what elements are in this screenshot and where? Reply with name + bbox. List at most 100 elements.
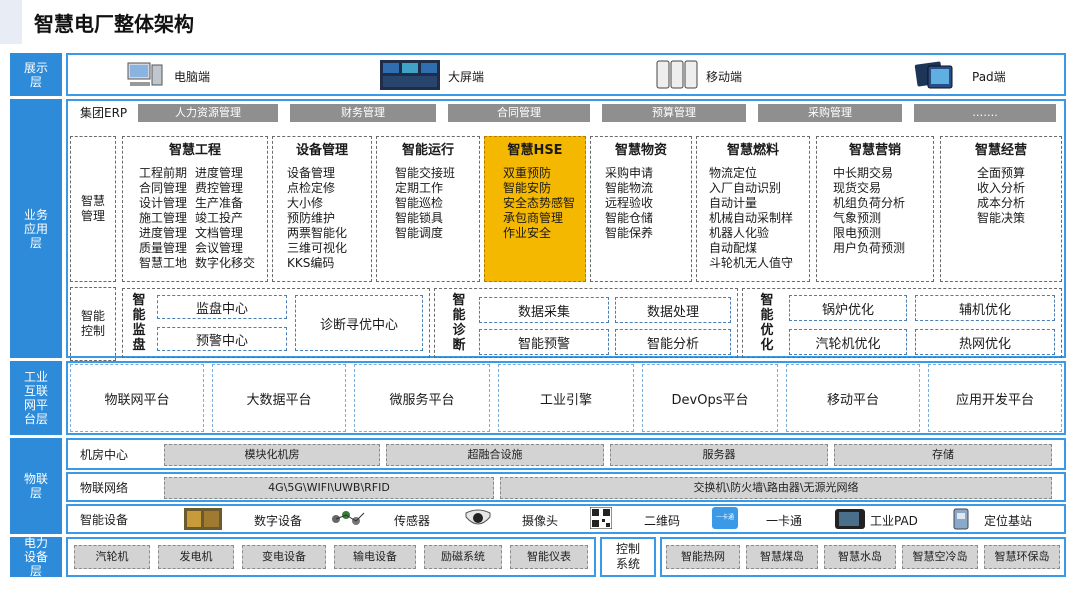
- module-item: 进度管理: [139, 226, 187, 241]
- module-item: 中长期交易: [833, 166, 933, 181]
- module-item: 智能物流: [605, 181, 691, 196]
- module-item: 预防维护: [287, 211, 371, 226]
- erp-item: 财务管理: [290, 104, 436, 122]
- module-smart-business: 智慧经营 全面预算 收入分析 成本分析 智能决策: [940, 136, 1062, 282]
- smart-monitor-title: 智能监盘: [131, 293, 147, 353]
- data-collection: 数据采集: [479, 297, 609, 323]
- module-item: 智能调度: [395, 226, 479, 241]
- device-label: 二维码: [644, 512, 680, 529]
- smart-warning: 智能预警: [479, 329, 609, 355]
- module-smart-fuel: 智慧燃料 物流定位 入厂自动识别 自动计量 机械自动采制样 机器人化验 自动配煤…: [696, 136, 810, 282]
- module-title: 智慧物资: [591, 143, 691, 158]
- layer-display: 展示层: [10, 53, 62, 96]
- smart-island-item: 智慧空冷岛: [902, 545, 978, 569]
- platform-item: 移动平台: [786, 364, 920, 432]
- module-item: 限电预测: [833, 226, 933, 241]
- erp-item: 合同管理: [448, 104, 590, 122]
- module-item: 竣工投产: [195, 211, 255, 226]
- module-item: 智能锁具: [395, 211, 479, 226]
- machine-room-item: 服务器: [610, 444, 828, 466]
- module-item: 承包商管理: [503, 211, 585, 226]
- platform-item: DevOps平台: [642, 364, 778, 432]
- tablet-icon: [914, 60, 954, 90]
- module-title: 智能运行: [377, 143, 479, 158]
- smart-monitor-group: 智能监盘 监盘中心 预警中心 诊断寻优中心: [122, 288, 430, 358]
- module-item: 智能仓储: [605, 211, 691, 226]
- machine-room-item: 超融合设施: [386, 444, 604, 466]
- smart-optimize-group: 智能优化 锅炉优化 辅机优化 汽轮机优化 热网优化: [742, 288, 1062, 358]
- machine-room-label: 机房中心: [80, 446, 128, 463]
- module-item: 智能决策: [977, 211, 1061, 226]
- module-item: 作业安全: [503, 226, 585, 241]
- module-item: 机器人化验: [709, 226, 809, 241]
- power-item: 智能仪表: [510, 545, 588, 569]
- display-label-pad: Pad端: [972, 68, 1006, 85]
- module-item: 施工管理: [139, 211, 187, 226]
- layer-iiot: 工业互联网平台层: [10, 361, 62, 435]
- erp-item: 人力资源管理: [138, 104, 278, 122]
- smart-island-item: 智慧煤岛: [746, 545, 818, 569]
- module-item: 全面预算: [977, 166, 1061, 181]
- network-item: 交换机\防火墙\路由器\无源光网络: [500, 477, 1052, 499]
- module-item: 数字化移交: [195, 256, 255, 271]
- module-title: 智慧HSE: [485, 143, 585, 158]
- module-item: 设备管理: [287, 166, 371, 181]
- module-item: 气象预测: [833, 211, 933, 226]
- power-item: 励磁系统: [424, 545, 502, 569]
- erp-label: 集团ERP: [80, 104, 127, 121]
- card-icon: 一卡通: [712, 507, 738, 529]
- smart-control-label-box: 智能控制: [70, 287, 116, 361]
- module-item: 斗轮机无人值守: [709, 256, 809, 271]
- erp-item: …….: [914, 104, 1056, 122]
- module-item: 自动配煤: [709, 241, 809, 256]
- module-item: KKS编码: [287, 256, 371, 271]
- digital-device-icon: [184, 508, 222, 530]
- display-panel: 电脑端 大屏端 移动端 Pad端: [66, 53, 1066, 96]
- platform-item: 大数据平台: [212, 364, 346, 432]
- boiler-optimize: 锅炉优化: [789, 295, 907, 321]
- heat-network-optimize: 热网优化: [915, 329, 1055, 355]
- smart-mgmt-label-box: 智慧管理: [70, 136, 116, 282]
- device-label: 一卡通: [766, 512, 802, 529]
- diagnosis-center: 诊断寻优中心: [295, 295, 423, 351]
- layer-iot: 物联层: [10, 438, 62, 534]
- module-item: 两票智能化: [287, 226, 371, 241]
- module-item: 入厂自动识别: [709, 181, 809, 196]
- display-label-pc: 电脑端: [174, 68, 210, 85]
- module-item: 自动计量: [709, 196, 809, 211]
- large-screen-icon: [380, 60, 440, 90]
- devices-label: 智能设备: [80, 511, 128, 528]
- module-item: 机组负荷分析: [833, 196, 933, 211]
- device-label: 定位基站: [984, 512, 1032, 529]
- device-label: 传感器: [394, 512, 430, 529]
- smart-diagnosis-group: 智能诊断 数据采集 数据处理 智能预警 智能分析: [434, 288, 738, 358]
- monitor-center: 监盘中心: [157, 295, 287, 319]
- module-title: 智慧营销: [817, 143, 933, 158]
- module-item: 质量管理: [139, 241, 187, 256]
- module-item: 文档管理: [195, 226, 255, 241]
- platform-item: 微服务平台: [354, 364, 490, 432]
- module-item: 智能交接班: [395, 166, 479, 181]
- erp-item: 预算管理: [602, 104, 746, 122]
- platform-item: 工业引擎: [498, 364, 634, 432]
- page-title: 智慧电厂整体架构: [34, 8, 194, 37]
- auxiliary-optimize: 辅机优化: [915, 295, 1055, 321]
- module-item: 用户负荷预测: [833, 241, 933, 256]
- power-item: 变电设备: [242, 545, 326, 569]
- module-item: 智能安防: [503, 181, 585, 196]
- module-item: 生产准备: [195, 196, 255, 211]
- device-label: 数字设备: [254, 512, 302, 529]
- turbine-optimize: 汽轮机优化: [789, 329, 907, 355]
- module-item: 安全态势感智: [503, 196, 585, 211]
- camera-icon: [464, 507, 492, 531]
- module-title: 设备管理: [273, 143, 371, 158]
- erp-item: 采购管理: [758, 104, 902, 122]
- device-label: 摄像头: [522, 512, 558, 529]
- base-station-icon: [950, 507, 972, 531]
- warning-center: 预警中心: [157, 327, 287, 351]
- module-smart-materials: 智慧物资 采购申请 智能物流 远程验收 智能仓储 智能保养: [590, 136, 692, 282]
- industrial-pad-icon: [834, 507, 866, 531]
- module-item: 智能巡检: [395, 196, 479, 211]
- network-label: 物联网络: [80, 479, 128, 496]
- smart-island-item: 智能热网: [666, 545, 740, 569]
